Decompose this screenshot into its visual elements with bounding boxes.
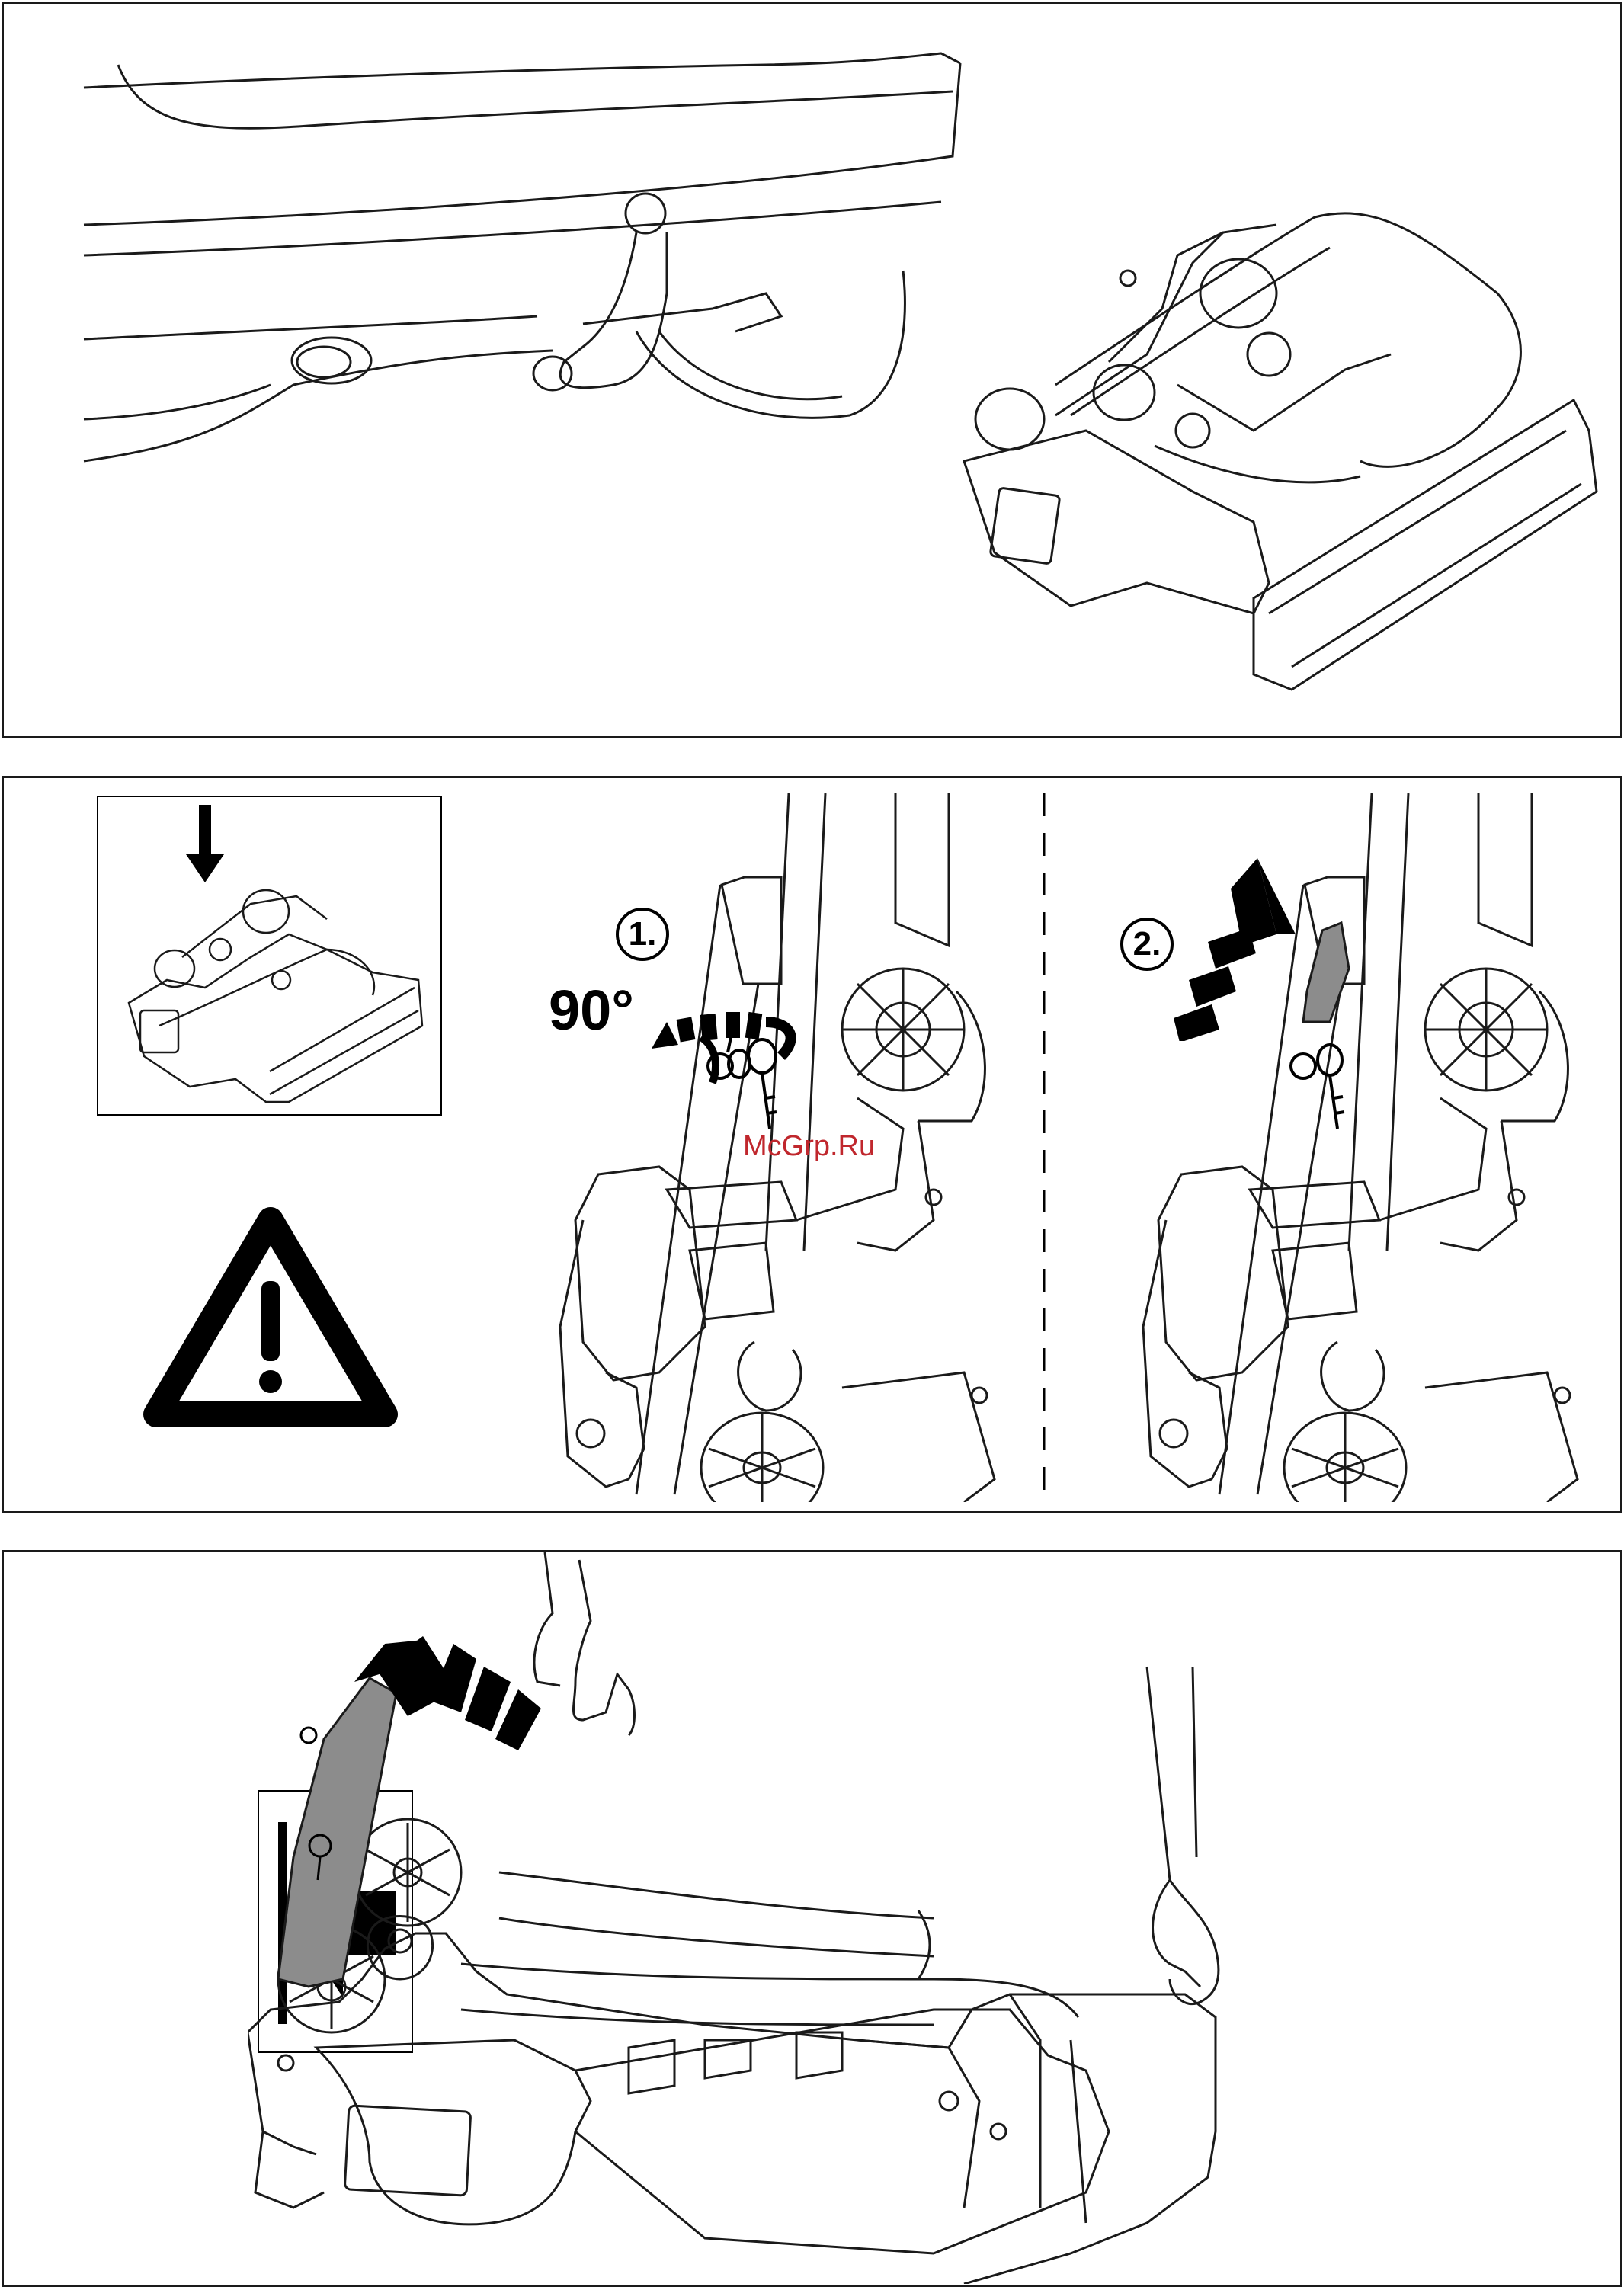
- release-lever: [1303, 923, 1349, 1022]
- key-icon: [1291, 1045, 1344, 1129]
- arrow-down-icon: [186, 805, 224, 882]
- rotation-angle-label: 90°: [549, 978, 634, 1043]
- panel-unlock-steps: 1. 2. 90° McGrp.Ru: [2, 776, 1622, 1513]
- watermark: McGrp.Ru: [743, 1130, 875, 1163]
- carrier-thumbnail: [97, 796, 442, 1116]
- step-2-badge: 2.: [1120, 918, 1174, 971]
- thumbnail-carrier-illustration: [98, 797, 440, 1114]
- car-rear-illustration: [4, 4, 1624, 741]
- rotation-arrow-icon: [652, 1012, 791, 1083]
- panel-towbar-and-carrier: [2, 2, 1622, 738]
- step-1-badge: 1.: [616, 908, 669, 961]
- warning-triangle-icon: [141, 1205, 400, 1433]
- panel-fold-carrier: [2, 1550, 1622, 2287]
- step-divider: [1040, 793, 1048, 1502]
- folded-carrier-illustration: [964, 213, 1597, 690]
- arrow-up-icon: [1174, 858, 1296, 1041]
- fold-illustration: [248, 1552, 1619, 2284]
- lifted-arm: [278, 1678, 396, 1987]
